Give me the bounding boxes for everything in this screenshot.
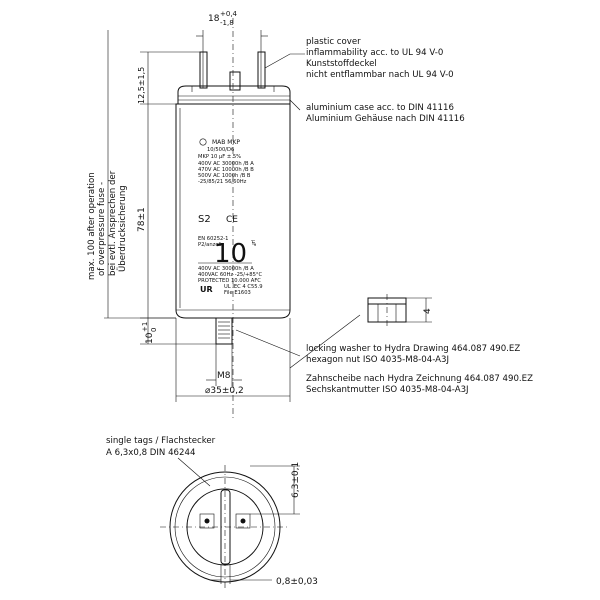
- dim-stud-tol-lower: 0: [150, 328, 158, 332]
- label-line: -25/85/21 56/60Hz: [198, 179, 247, 185]
- note-max-elongation: of overpressure fuse -: [97, 182, 107, 276]
- note-plastic-cover: Kunststoffdeckel: [306, 59, 377, 69]
- leader-lines: [235, 53, 361, 369]
- note-single-tags: A 6,3x0,8 DIN 46244: [106, 448, 195, 458]
- dim-top-width: 18: [208, 14, 220, 24]
- dimension-stud-thread: M8: [206, 344, 242, 386]
- note-plastic-cover: nicht entflammbar nach UL 94 V-0: [306, 70, 454, 80]
- dim-tag-thickness: 0,8±0,03: [276, 577, 318, 587]
- note-max-elongation: bei evtl. Ansprechen der: [108, 170, 118, 276]
- dim-stud-thread: M8: [217, 371, 231, 381]
- label-line: 470V AC 10000h /B B: [198, 167, 254, 173]
- dim-washer-thickness: 4: [423, 308, 433, 314]
- note-washer-nut: locking washer to Hydra Drawing 464.087 …: [306, 344, 520, 354]
- note-washer-nut: hexagon nut ISO 4035-M8-04-A3J: [306, 355, 449, 365]
- label-s2: S2: [198, 214, 211, 225]
- note-aluminium-case: Aluminium Gehäuse nach DIN 41116: [306, 114, 465, 124]
- note-washer-nut: Zahnscheibe nach Hydra Zeichnung 464.087…: [306, 374, 533, 384]
- label-line: 500V AC 1000h /B B: [198, 173, 251, 179]
- label-side-text: µF: [250, 240, 256, 246]
- note-single-tags: single tags / Flachstecker: [106, 436, 216, 446]
- label-line: 400V AC 30000h /B A: [198, 266, 254, 272]
- label-line: 400V AC 30000h /B A: [198, 161, 254, 167]
- label-capacitance-value: 10: [214, 239, 247, 269]
- product-label: MAB MKP 10/500/D6 MKP 10 µF ± 5% 400V AC…: [198, 138, 263, 296]
- label-line: 10/500/D6: [207, 147, 234, 153]
- mounting-stud: [215, 317, 233, 345]
- label-line: MKP 10 µF ± 5%: [198, 154, 241, 160]
- dimension-top-width: 18 +0,4 -1,8: [196, 10, 268, 52]
- note-max-elongation: Überdrucksicherung: [117, 185, 128, 272]
- label-line: UL IEC 4 C55.9: [224, 284, 263, 290]
- dimension-tag-thickness: 0,8±0,03: [210, 564, 318, 587]
- note-aluminium-case: aluminium case acc. to DIN 41116: [306, 103, 454, 113]
- label-ce-mark: CE: [226, 215, 238, 225]
- dim-top-tol-upper: +0,4: [220, 10, 238, 18]
- label-line: P2/anzeli: [198, 242, 221, 248]
- dimension-tag-length: 6,3±0,1: [250, 462, 301, 515]
- dim-tag-length: 6,3±0,1: [291, 462, 301, 498]
- plastic-cover: [177, 85, 291, 105]
- dimension-terminal-height: 12,5±1,5: [137, 51, 200, 104]
- label-line: EN 60252-1: [198, 236, 228, 242]
- note-max-elongation: max. 100 after operation: [87, 172, 97, 280]
- dimension-diameter: ⌀35±0,2: [175, 318, 291, 402]
- note-plastic-cover: inflammability acc. to UL 94 V-0: [306, 48, 443, 58]
- dim-stud-tol-upper: +1: [141, 322, 149, 332]
- aluminium-body: [175, 103, 291, 319]
- dimension-max-elongation: max. 100 after operation of overpressure…: [87, 30, 176, 319]
- top-view: [160, 465, 290, 590]
- note-washer-nut: Sechskantmutter ISO 4035-M8-04-A3J: [306, 385, 469, 395]
- note-plastic-cover: plastic cover: [306, 37, 361, 47]
- label-brand: MAB MKP: [212, 139, 240, 146]
- label-line: 400VAC 60Hz -25/+85°C: [198, 272, 262, 278]
- label-line: PROTECTED 10.000 AFC: [198, 278, 261, 284]
- dim-diameter: ⌀35±0,2: [205, 386, 244, 396]
- dim-stud-length: 10: [145, 332, 155, 344]
- dim-body-length: 78±1: [137, 207, 147, 232]
- dim-terminal-height: 12,5±1,5: [137, 67, 146, 104]
- dimension-body-length: 78±1: [137, 103, 176, 319]
- dimension-stud-length: 10 +1 0: [140, 318, 216, 345]
- label-line: File E1603: [224, 290, 251, 296]
- terminal-tags: [199, 51, 266, 91]
- washer-nut-detail: 4: [367, 294, 433, 326]
- label-ul-mark: UR: [200, 285, 213, 294]
- dim-top-tol-lower: -1,8: [220, 19, 234, 27]
